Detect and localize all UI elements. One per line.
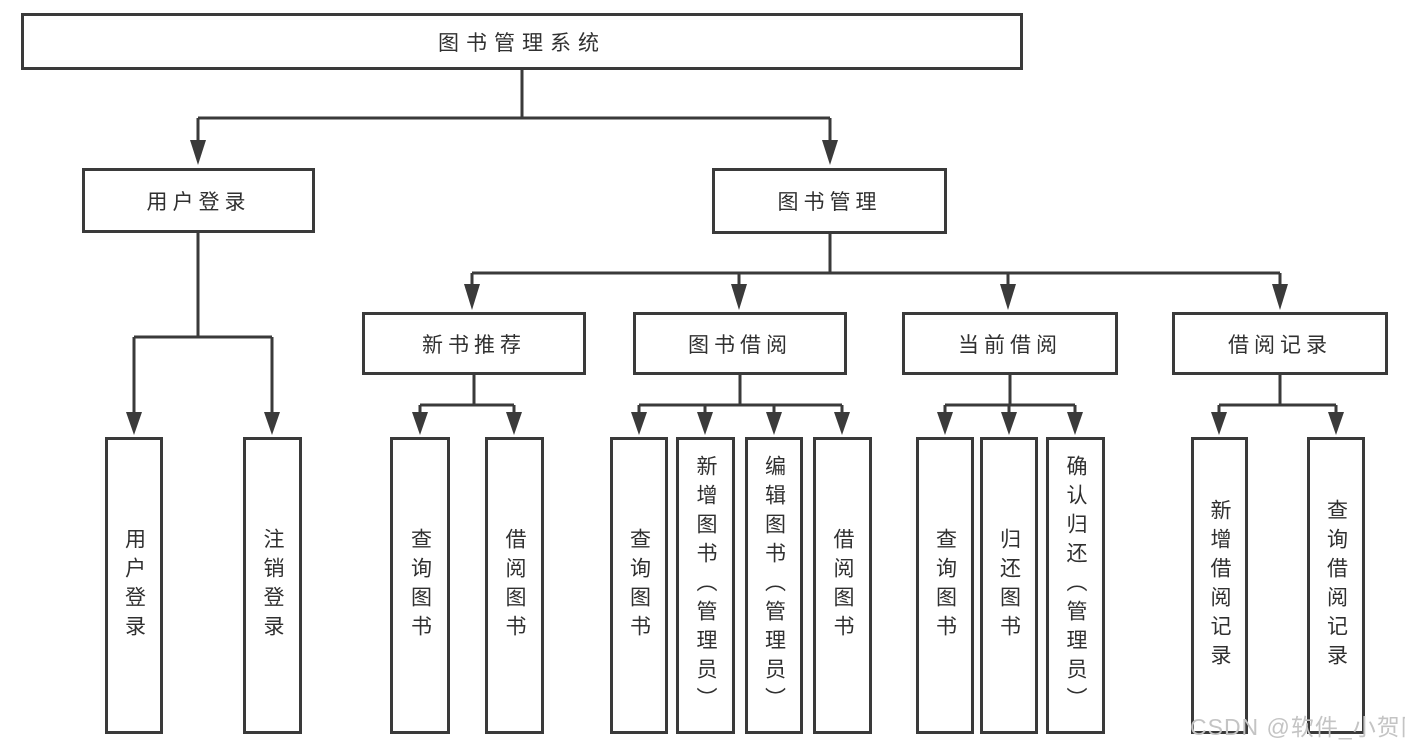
node-user-login: 用户登录 [82, 168, 315, 233]
node-book-management: 图书管理 [712, 168, 947, 234]
node-label: 图书管理系统 [438, 31, 606, 55]
leaf-user-login: 用户登录 [105, 437, 163, 734]
leaf-query-borrow-record: 查询借阅记录 [1307, 437, 1365, 734]
arrowheads [126, 140, 1344, 435]
node-label: 借阅记录 [1228, 333, 1332, 357]
node-label: 当前借阅 [958, 333, 1062, 357]
node-label: 查询图书 [933, 527, 957, 644]
leaf-edit-book-admin: 编辑图书（管理员） [745, 437, 803, 734]
leaf-confirm-return-admin: 确认归还（管理员） [1046, 437, 1105, 734]
watermark: CSDN @软件_小贺同学 [1190, 714, 1405, 740]
leaf-query-books-borrow: 查询图书 [610, 437, 668, 734]
node-label: 新增图书（管理员） [694, 455, 717, 716]
node-label: 图书借阅 [688, 333, 792, 357]
node-label: 归还图书 [997, 527, 1021, 644]
leaf-query-books-current: 查询图书 [916, 437, 974, 734]
node-label: 确认归还（管理员） [1064, 455, 1087, 716]
leaf-borrow-books: 借阅图书 [813, 437, 872, 734]
node-label: 查询借阅记录 [1324, 498, 1348, 673]
node-label: 查询图书 [627, 527, 651, 644]
node-borrowing-records: 借阅记录 [1172, 312, 1388, 375]
leaf-borrow-books-recommend: 借阅图书 [485, 437, 544, 734]
node-new-book-recommend: 新书推荐 [362, 312, 586, 375]
node-label: 用户登录 [146, 190, 251, 214]
node-book-borrowing: 图书借阅 [633, 312, 847, 375]
node-current-borrowing: 当前借阅 [902, 312, 1118, 375]
node-label: 注销登录 [261, 527, 284, 644]
leaf-add-book-admin: 新增图书（管理员） [676, 437, 735, 734]
node-label: 图书管理 [777, 191, 882, 214]
node-label: 编辑图书（管理员） [762, 455, 786, 716]
leaf-return-book: 归还图书 [980, 437, 1038, 734]
node-label: 借阅图书 [831, 527, 854, 644]
node-label: 新增借阅记录 [1208, 498, 1231, 673]
node-label: 新书推荐 [422, 333, 526, 357]
node-label: 查询图书 [408, 527, 432, 644]
node-book-management-system: 图书管理系统 [21, 13, 1023, 70]
leaf-add-borrow-record: 新增借阅记录 [1191, 437, 1248, 734]
node-label: 借阅图书 [503, 527, 526, 644]
leaf-query-books-recommend: 查询图书 [390, 437, 450, 734]
leaf-logout: 注销登录 [243, 437, 302, 734]
node-label: 用户登录 [122, 527, 146, 644]
